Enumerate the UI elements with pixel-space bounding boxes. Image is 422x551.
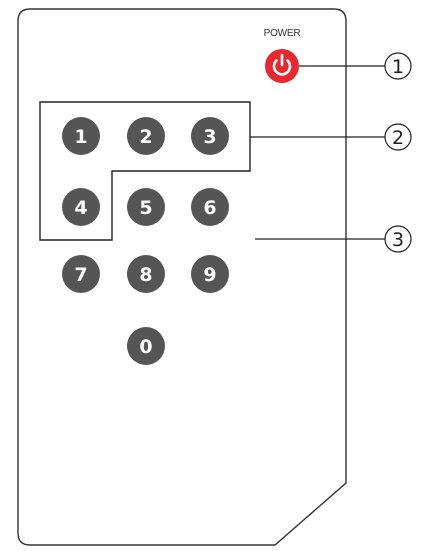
callout-3: 3 xyxy=(384,225,412,253)
key-6-label: 6 xyxy=(203,197,216,219)
key-0-label: 0 xyxy=(139,336,152,358)
power-icon xyxy=(272,53,292,76)
key-6[interactable]: 6 xyxy=(191,188,229,226)
key-8-label: 8 xyxy=(139,264,152,286)
key-2[interactable]: 2 xyxy=(127,117,165,155)
key-7-label: 7 xyxy=(74,264,87,286)
keypad: 1 2 3 4 5 6 7 8 xyxy=(62,117,229,365)
callout-2-label: 2 xyxy=(392,127,404,149)
key-1[interactable]: 1 xyxy=(62,117,100,155)
key-7[interactable]: 7 xyxy=(62,255,100,293)
callout-3-label: 3 xyxy=(392,229,404,251)
key-3[interactable]: 3 xyxy=(191,117,229,155)
power-label: POWER xyxy=(264,28,301,39)
callout-1-label: 1 xyxy=(392,56,404,78)
callout-2: 2 xyxy=(384,123,412,151)
key-2-label: 2 xyxy=(139,126,152,148)
key-4[interactable]: 4 xyxy=(62,188,100,226)
key-9-label: 9 xyxy=(203,264,216,286)
key-5[interactable]: 5 xyxy=(127,188,165,226)
keys-1-to-4-bracket xyxy=(39,101,251,241)
key-5-label: 5 xyxy=(139,197,152,219)
power-button-group: POWER xyxy=(264,28,301,83)
callout-1: 1 xyxy=(384,52,412,80)
key-9[interactable]: 9 xyxy=(191,255,229,293)
key-8[interactable]: 8 xyxy=(127,255,165,293)
key-3-label: 3 xyxy=(203,126,216,148)
key-1-label: 1 xyxy=(74,126,87,148)
remote-body-outline xyxy=(17,8,347,546)
key-4-label: 4 xyxy=(74,197,87,219)
power-button[interactable] xyxy=(265,49,299,83)
key-0[interactable]: 0 xyxy=(127,327,165,365)
